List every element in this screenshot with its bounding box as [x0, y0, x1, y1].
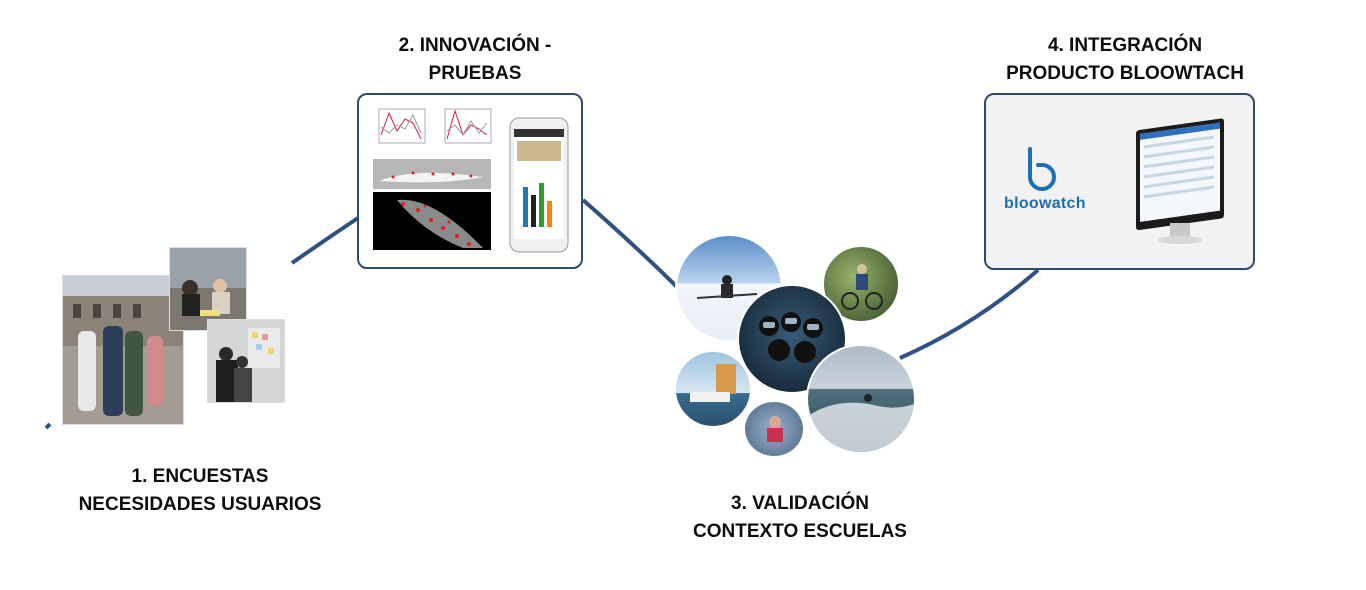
survey-photo-meeting: [208, 320, 284, 402]
step-3-title-line1: 3. VALIDACIÓN: [731, 493, 869, 514]
test-phone-mockup: [509, 117, 569, 253]
test-line-chart-1: [378, 108, 426, 144]
step-1-title-line2: NECESIDADES USUARIOS: [78, 494, 322, 515]
monitor-mockup: [1136, 118, 1224, 244]
step-3-title: 3. VALIDACIÓN CONTEXTO ESCUELAS: [680, 490, 920, 546]
surf-photo: [806, 344, 916, 454]
step-2-title-line2: PRUEBAS: [428, 63, 522, 84]
innovation-tests-card: [357, 93, 583, 269]
step-4-title-line1: 4. INTEGRACIÓN: [1047, 35, 1203, 56]
step-1-title-line1: 1. ENCUESTAS: [131, 466, 269, 487]
step-3-title-line2: CONTEXTO ESCUELAS: [693, 521, 907, 542]
test-detection-image: [373, 192, 491, 250]
sailing-photo: [674, 350, 752, 428]
survey-photo-group: [170, 248, 246, 330]
step-4-title: 4. INTEGRACIÓN PRODUCTO BLOOWTACH: [990, 32, 1260, 88]
step-2-title-line1: 2. INNOVACIÓN -: [398, 35, 552, 56]
bloowatch-logo-icon: [1028, 147, 1056, 191]
step-4-title-line2: PRODUCTO BLOOWTACH: [1006, 63, 1244, 84]
bloowatch-product-card: bloowatch: [984, 93, 1255, 270]
bloowatch-brand-name: bloowatch: [1004, 195, 1086, 212]
test-line-chart-2: [444, 108, 492, 144]
step-2-title: 2. INNOVACIÓN - PRUEBAS: [370, 32, 580, 88]
kayak-photo: [743, 400, 805, 458]
survey-photo-street: [63, 276, 183, 424]
test-wave-image: [373, 159, 491, 189]
step-1-title: 1. ENCUESTAS NECESIDADES USUARIOS: [70, 463, 330, 519]
